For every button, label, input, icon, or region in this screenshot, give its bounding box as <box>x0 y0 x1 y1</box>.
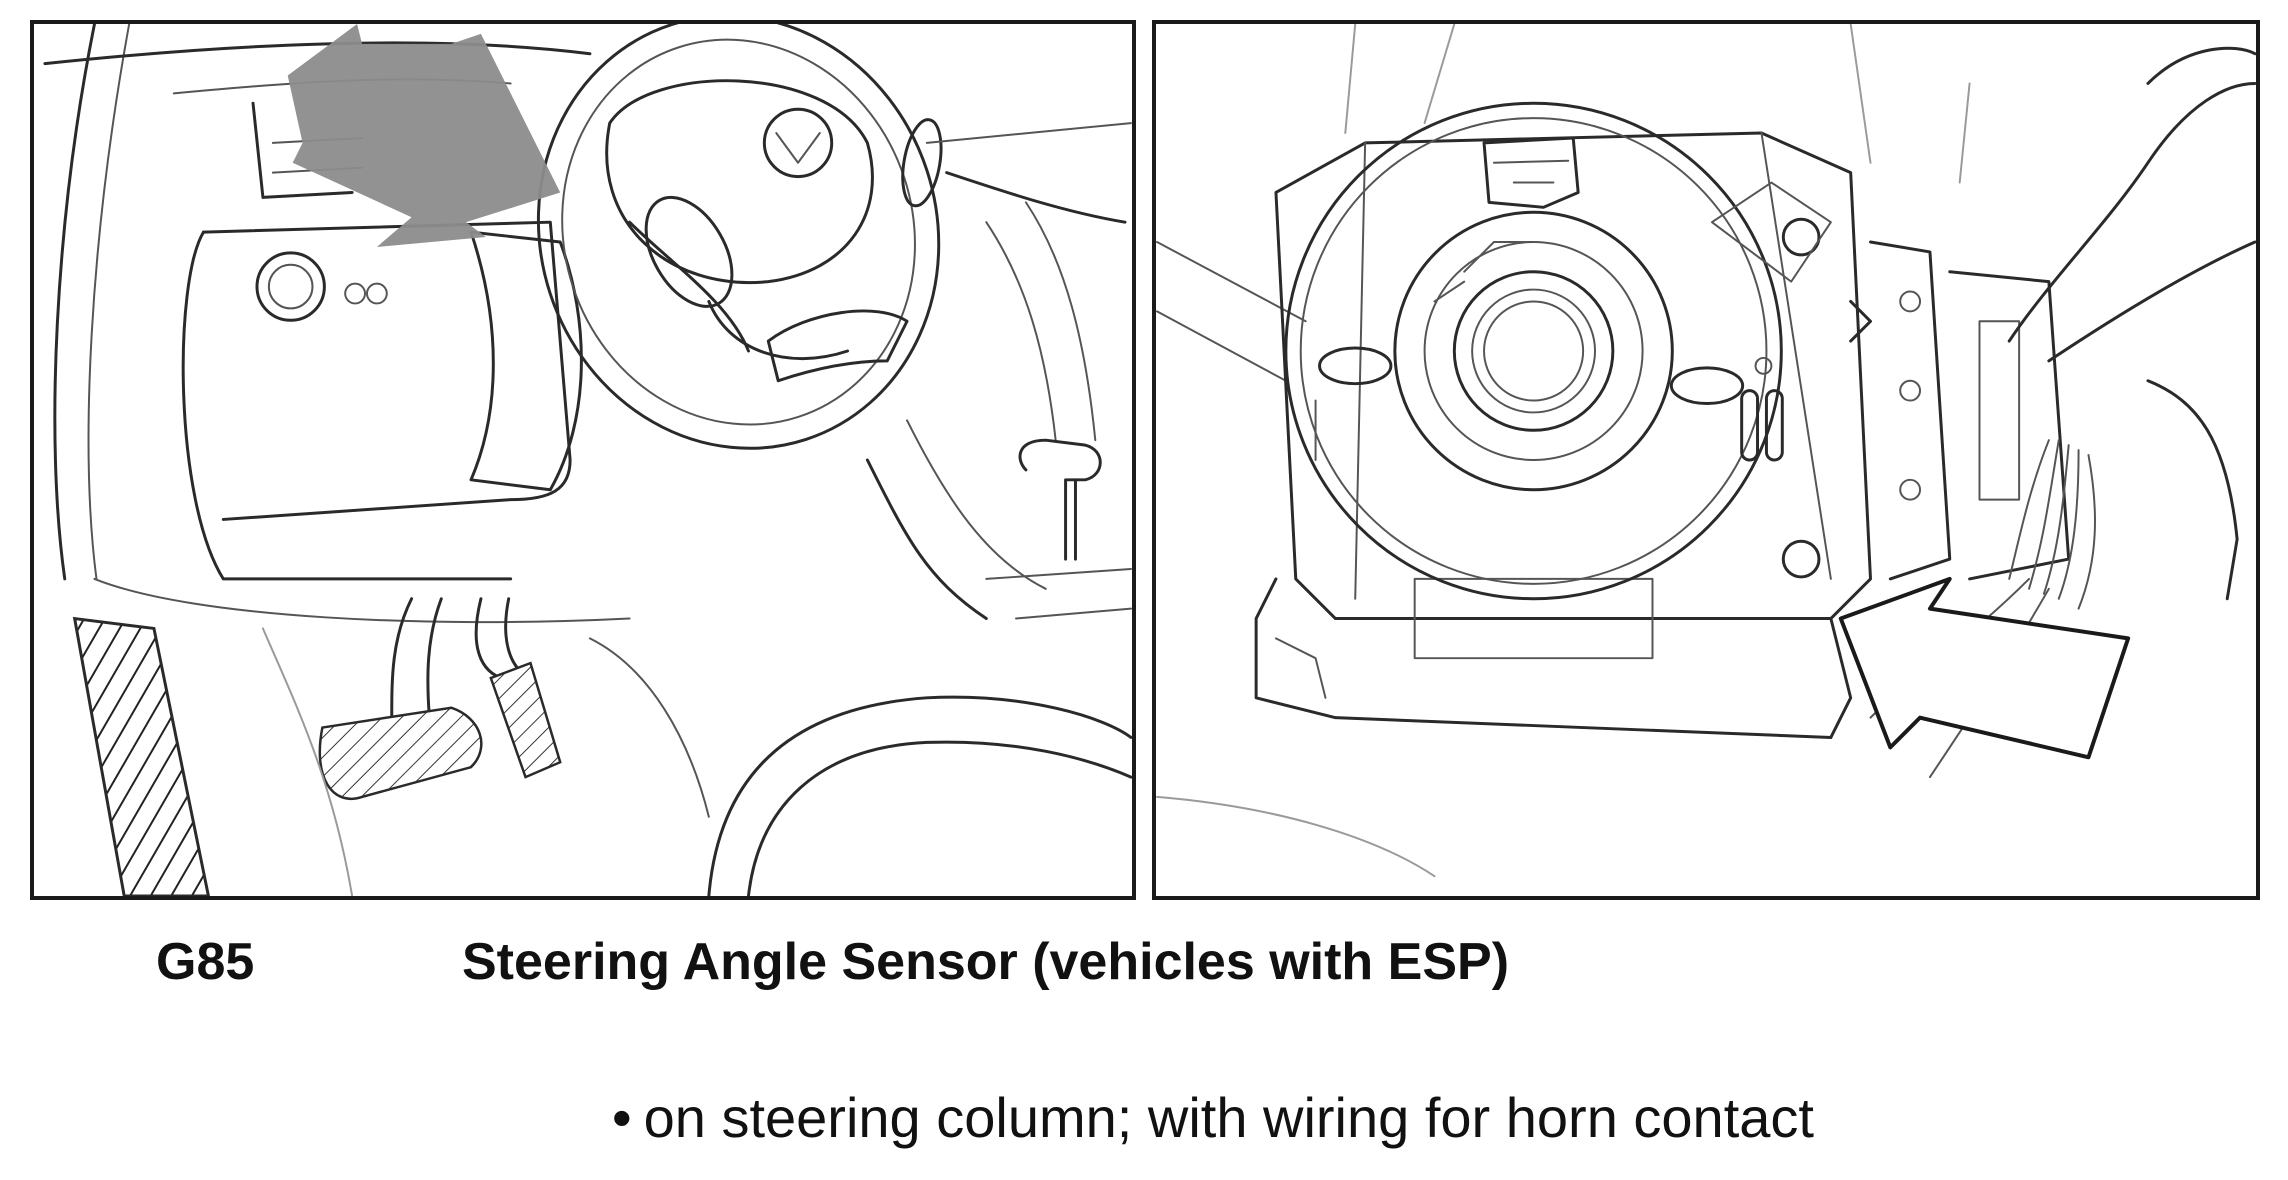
location-arrow-icon <box>1838 576 2131 760</box>
steering-angle-sensor-drawing <box>1156 24 2256 878</box>
dashboard-steering-wheel-drawing <box>43 24 1132 896</box>
bullet-icon: • <box>612 1086 632 1149</box>
location-arrow-icon <box>287 24 561 247</box>
location-note: •on steering column; with wiring for hor… <box>612 1080 1814 1156</box>
component-title: Steering Angle Sensor (vehicles with ESP… <box>462 933 1510 991</box>
component-code: G85 <box>156 933 255 991</box>
figure-caption: G85 Steering Angle Sensor (vehicles with… <box>0 922 2288 1002</box>
location-note-text: on steering column; with wiring for horn… <box>643 1086 1814 1149</box>
figure-sensor-closeup <box>1152 20 2260 900</box>
figure-dashboard-view <box>30 20 1136 900</box>
